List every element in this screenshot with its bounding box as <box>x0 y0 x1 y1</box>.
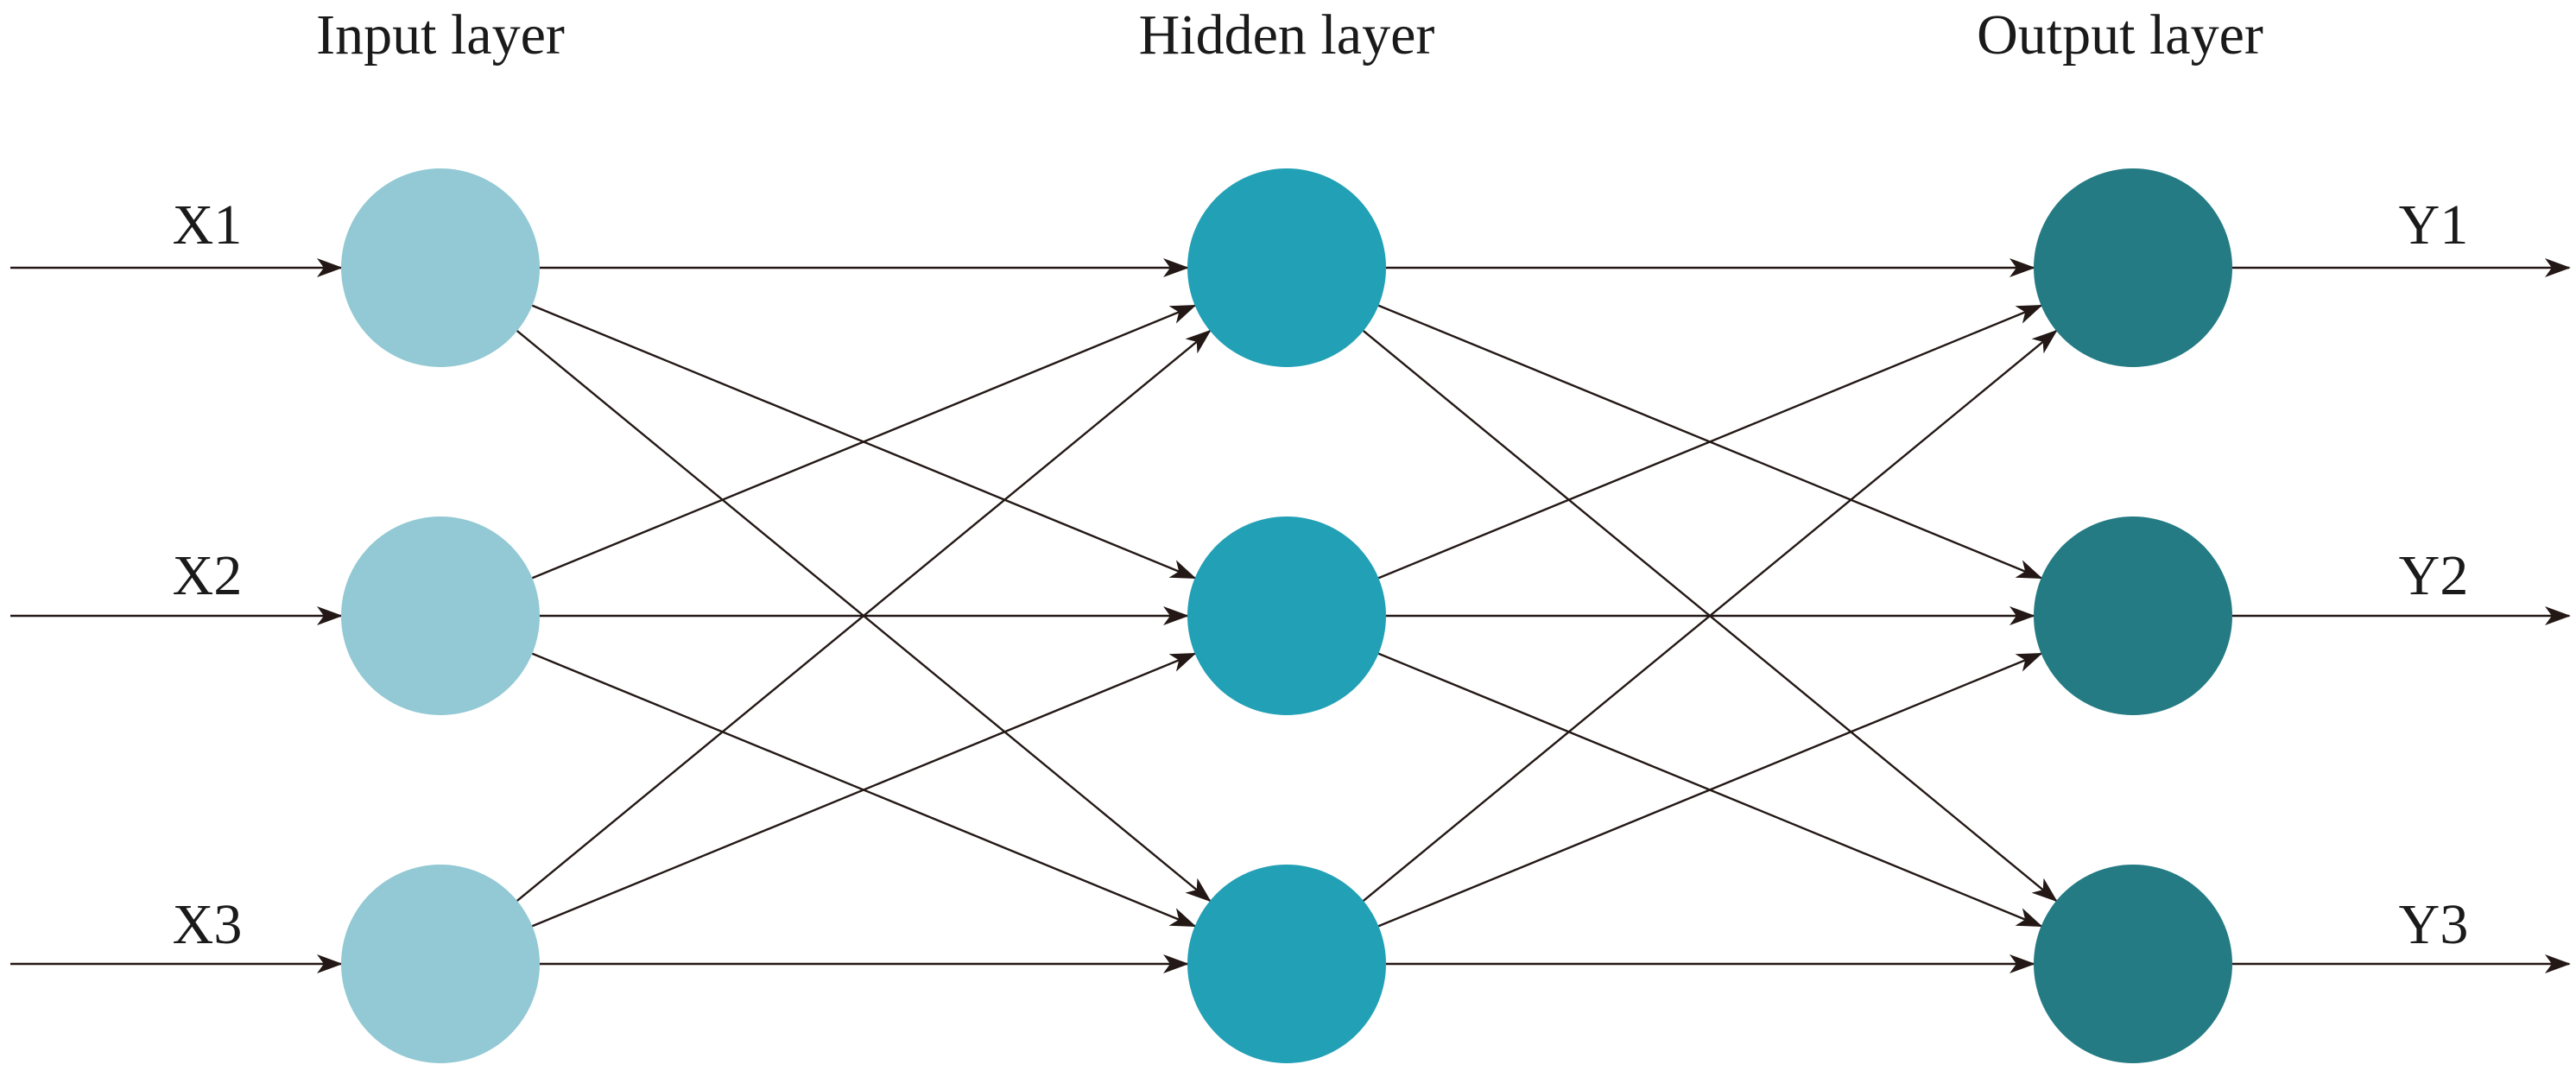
hidden-node-1 <box>1187 168 1386 367</box>
output-node-3 <box>2034 865 2232 1063</box>
output-label-y3: Y3 <box>2399 893 2469 956</box>
io-arrows <box>10 258 2571 973</box>
edge-hidden2-to-output1 <box>1377 304 2043 580</box>
input-node-2 <box>341 516 540 715</box>
output-node-1 <box>2034 168 2232 367</box>
edge-input3-to-hidden1 <box>516 329 1212 902</box>
layer-title-output: Output layer <box>1977 3 2263 67</box>
edge-input2-to-hidden1 <box>531 304 1197 580</box>
output-node-2 <box>2034 516 2232 715</box>
edge-hidden3-to-output1 <box>1363 329 2058 902</box>
hidden-node-2 <box>1187 516 1386 715</box>
layer-title-input: Input layer <box>316 3 565 67</box>
connections <box>516 258 2058 973</box>
hidden-node-3 <box>1187 865 1386 1063</box>
input-node-1 <box>341 168 540 367</box>
edge-input3-to-hidden2 <box>531 652 1197 928</box>
neurons <box>341 168 2232 1063</box>
input-label-x1: X1 <box>173 193 243 257</box>
input-label-x3: X3 <box>173 893 243 956</box>
output-label-y2: Y2 <box>2399 544 2469 607</box>
output-label-y1: Y1 <box>2399 193 2469 257</box>
input-node-3 <box>341 865 540 1063</box>
layer-title-hidden: Hidden layer <box>1139 3 1435 67</box>
input-label-x2: X2 <box>173 544 243 607</box>
edge-hidden3-to-output2 <box>1377 652 2043 928</box>
